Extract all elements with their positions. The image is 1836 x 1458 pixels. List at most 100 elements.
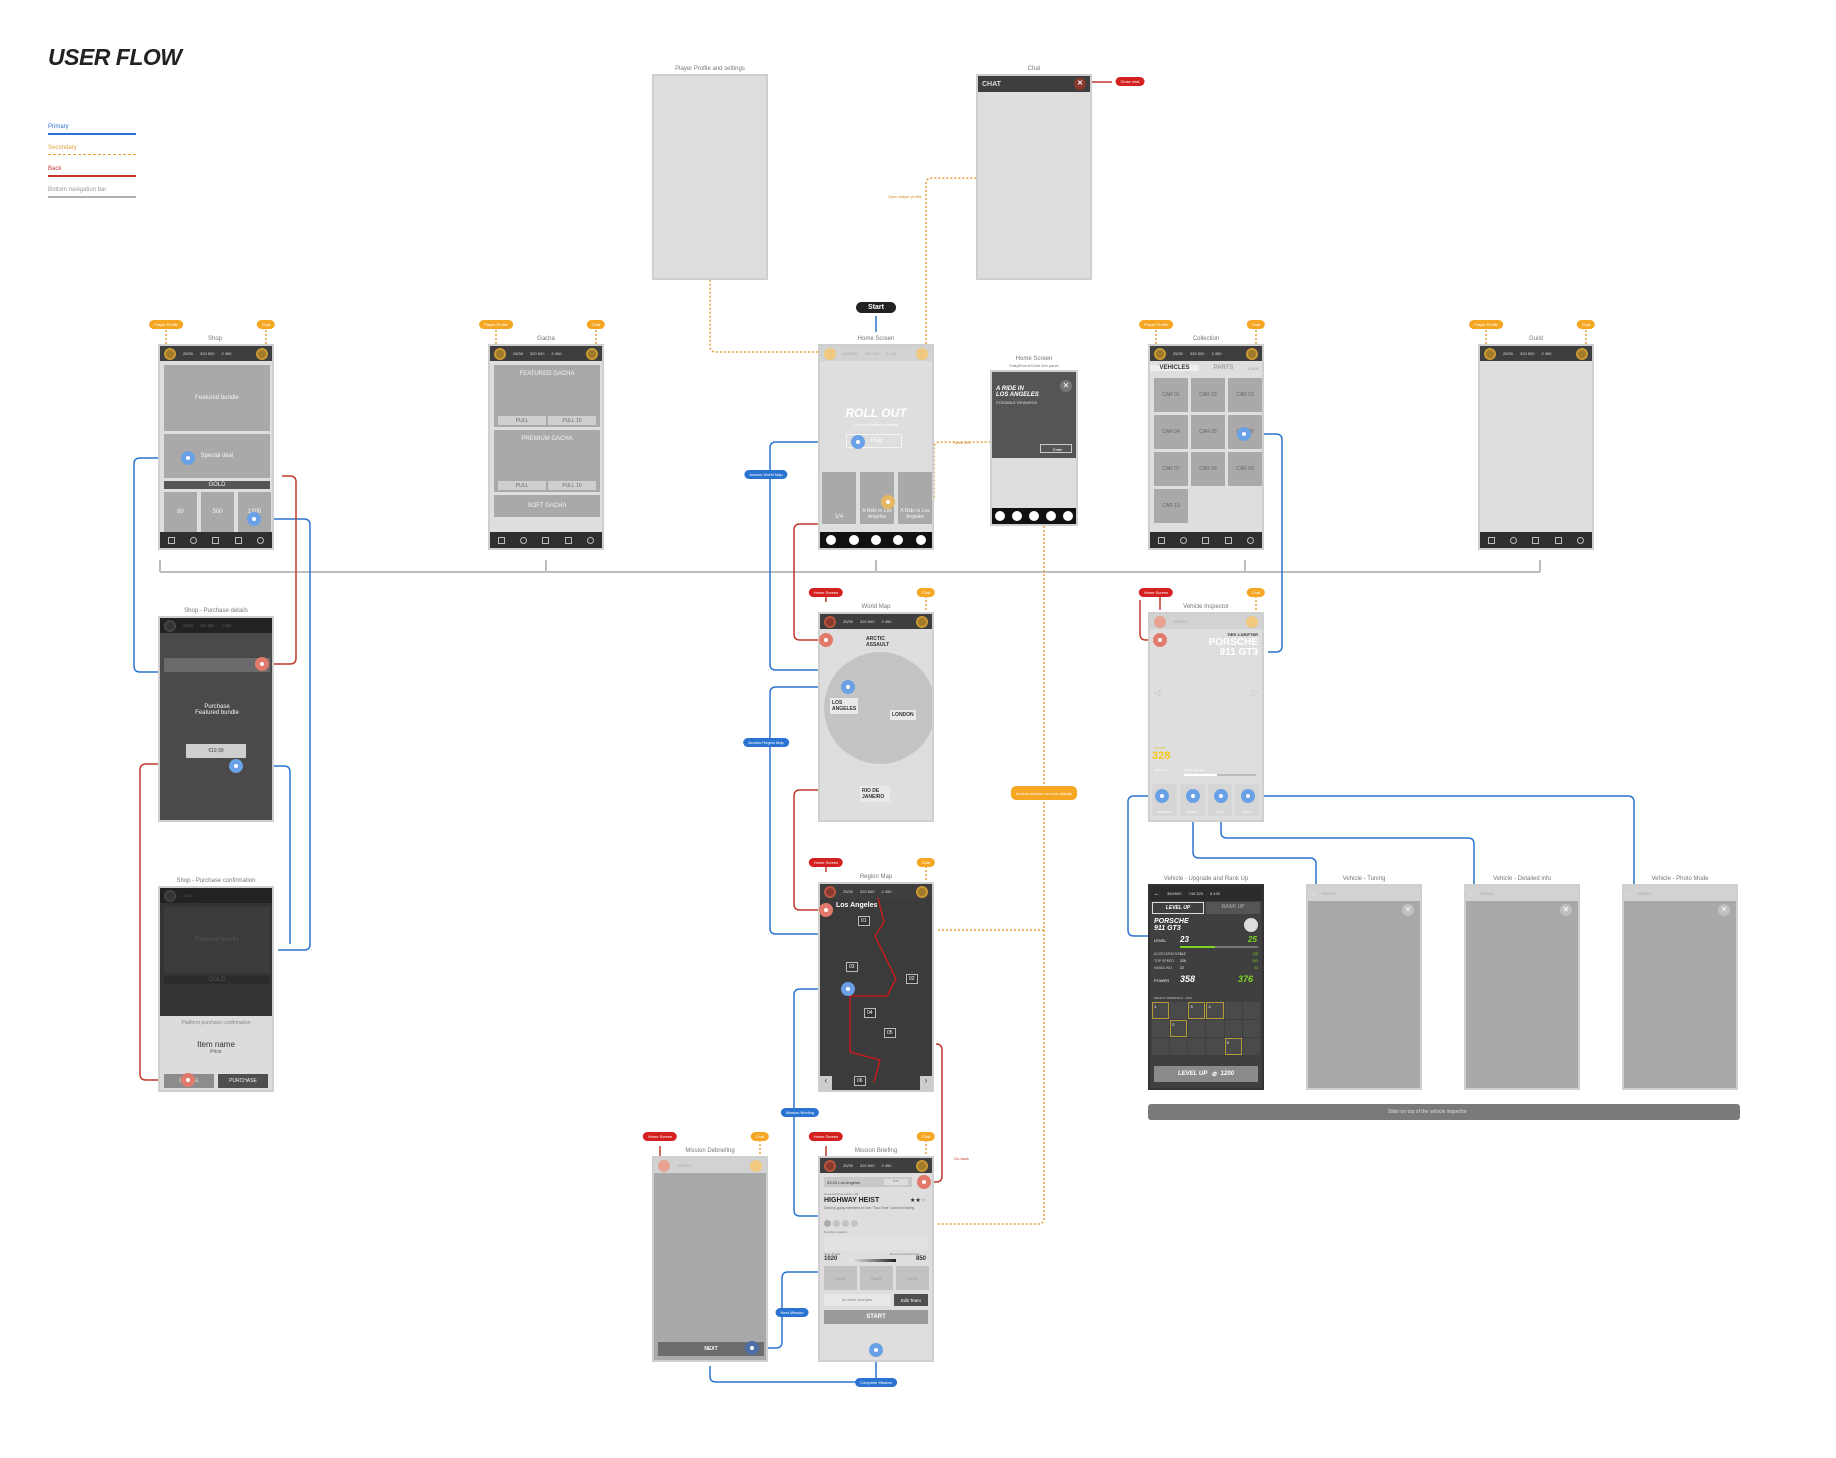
edit-team-button[interactable]: Edit Team <box>894 1294 928 1306</box>
region-node[interactable]: 01 <box>858 916 870 926</box>
region-node[interactable]: 03 <box>846 962 858 972</box>
home-button[interactable] <box>824 1159 836 1172</box>
material-slot[interactable] <box>1188 1038 1206 1055</box>
next-button[interactable]: NEXT <box>658 1342 764 1356</box>
car-tile[interactable]: CAR 05 <box>1191 415 1225 449</box>
hotspot-tuning[interactable] <box>1186 789 1200 803</box>
pin-london[interactable]: LONDON <box>890 710 916 720</box>
car-tile[interactable]: CAR 03 <box>1228 378 1262 412</box>
close-icon[interactable]: ✕ <box>1060 380 1072 392</box>
hotspot-los-angeles[interactable] <box>841 680 855 694</box>
pin-los-angeles[interactable]: LOS ANGELES <box>830 698 858 714</box>
prev-vehicle-icon[interactable]: ◁ <box>1154 688 1161 697</box>
next-vehicle-icon[interactable]: ▷ <box>1251 688 1258 697</box>
material-slot[interactable] <box>1170 1002 1188 1019</box>
home-button[interactable] <box>824 615 836 628</box>
hotspot-price[interactable] <box>229 759 243 773</box>
nav-home-icon[interactable] <box>212 536 220 544</box>
card-guild[interactable]: A Ride in Los Angeles <box>898 472 932 524</box>
chat-button[interactable] <box>1576 347 1588 360</box>
nav-gacha-icon[interactable] <box>190 536 198 544</box>
hotspot-details-close[interactable] <box>255 657 269 671</box>
tab-level-up[interactable]: LEVEL UP <box>1152 902 1204 914</box>
purchase-price-button[interactable]: €19,99 <box>186 744 246 758</box>
hotspot-upgrade[interactable] <box>1155 789 1169 803</box>
gold-item-80[interactable]: 80 <box>164 492 197 532</box>
hotspot-next[interactable] <box>745 1341 759 1355</box>
car-slot-3[interactable]: Car03 <box>896 1266 929 1290</box>
gold-item-500[interactable]: 500 <box>201 492 234 532</box>
car-tile[interactable]: CAR 01 <box>1154 378 1188 412</box>
material-slot[interactable] <box>1152 1020 1170 1037</box>
level-up-button[interactable]: LEVEL UP⚙1200 <box>1154 1066 1258 1082</box>
material-slot[interactable]: 1 <box>1152 1002 1170 1019</box>
purchase-button[interactable]: PURCHASE <box>218 1074 268 1088</box>
home-button[interactable] <box>658 1159 670 1172</box>
play-button[interactable]: Play <box>846 434 902 448</box>
material-slot[interactable]: 3 <box>1188 1002 1206 1019</box>
profile-button[interactable] <box>494 347 506 360</box>
chat-button[interactable] <box>256 347 268 360</box>
profile-button[interactable] <box>1484 347 1496 360</box>
pull-button[interactable]: PULL <box>498 481 546 490</box>
pin-arctic-assault[interactable]: ARCTIC ASSAULT <box>866 636 890 648</box>
car-tile[interactable]: CAR 04 <box>1154 415 1188 449</box>
home-button[interactable] <box>824 885 836 898</box>
home-button[interactable] <box>1154 615 1166 628</box>
material-slot[interactable]: 2 <box>1170 1020 1188 1037</box>
profile-button[interactable] <box>164 347 176 360</box>
pull-button[interactable]: PULL <box>498 416 546 425</box>
home-icon[interactable]: ⌂ <box>1628 891 1631 896</box>
material-slot[interactable] <box>1242 1038 1260 1055</box>
material-slot[interactable] <box>1206 1038 1224 1055</box>
hotspot-briefing-map[interactable] <box>917 1175 931 1189</box>
car-tile[interactable]: CAR 09 <box>1228 452 1262 486</box>
hotspot-car-06[interactable] <box>1237 427 1251 441</box>
material-slot[interactable] <box>1242 1002 1260 1019</box>
hotspot-photo[interactable] <box>1241 789 1255 803</box>
hotspot-cancel[interactable] <box>181 1073 195 1087</box>
tab-vehicles[interactable]: VEHICLES <box>1150 365 1199 371</box>
profile-button[interactable] <box>1154 347 1166 360</box>
featured-bundle[interactable]: Featured bundle <box>164 365 270 431</box>
pull-10-button[interactable]: PULL 10 <box>548 481 596 490</box>
material-slot[interactable] <box>1152 1038 1170 1055</box>
profile-button[interactable] <box>824 347 836 360</box>
map-button[interactable]: MAP <box>884 1179 908 1185</box>
hotspot-special-deal[interactable] <box>181 451 195 465</box>
nav-shop-icon[interactable] <box>167 536 175 544</box>
car-tile[interactable]: CAR 07 <box>1154 452 1188 486</box>
chat-button[interactable] <box>916 347 928 360</box>
close-icon[interactable]: ✕ <box>1074 78 1086 90</box>
chat-button[interactable] <box>750 1159 762 1172</box>
close-icon[interactable]: ✕ <box>1560 904 1572 916</box>
back-arrow-icon[interactable]: ← <box>1154 890 1160 897</box>
chat-button[interactable] <box>1246 615 1258 628</box>
hotspot-play[interactable] <box>851 435 865 449</box>
enter-button[interactable]: Enter <box>1040 444 1072 453</box>
chat-button[interactable] <box>586 347 598 360</box>
chat-button[interactable] <box>916 885 928 898</box>
hotspot-node-03[interactable] <box>841 982 855 996</box>
hotspot-info[interactable] <box>1214 789 1228 803</box>
nav-guild[interactable] <box>915 535 926 545</box>
hotspot-world-back[interactable] <box>819 633 833 647</box>
hotspot-event-card[interactable] <box>881 495 895 509</box>
nav-profile[interactable] <box>870 535 881 545</box>
special-deal[interactable]: Special deal <box>164 434 270 478</box>
material-slot[interactable] <box>1242 1020 1260 1037</box>
region-node[interactable]: 06 <box>854 1076 866 1086</box>
card-daily[interactable]: 1/4 <box>822 472 856 524</box>
material-slot[interactable] <box>1224 1002 1242 1019</box>
car-slot-1[interactable]: Car01 <box>824 1266 857 1290</box>
nav-event[interactable] <box>826 535 837 545</box>
start-mission-button[interactable]: START <box>824 1310 928 1324</box>
profile-button[interactable] <box>164 619 176 632</box>
car-tile[interactable]: CAR 08 <box>1191 452 1225 486</box>
region-node[interactable]: 05 <box>884 1028 896 1038</box>
home-icon[interactable]: ⌂ <box>1470 891 1473 896</box>
pin-rio[interactable]: RIO DE JANEIRO <box>860 786 890 802</box>
tab-parts[interactable]: PARTS <box>1213 365 1234 371</box>
material-slot[interactable] <box>1170 1038 1188 1055</box>
home-icon[interactable]: ⌂ <box>1312 891 1315 896</box>
